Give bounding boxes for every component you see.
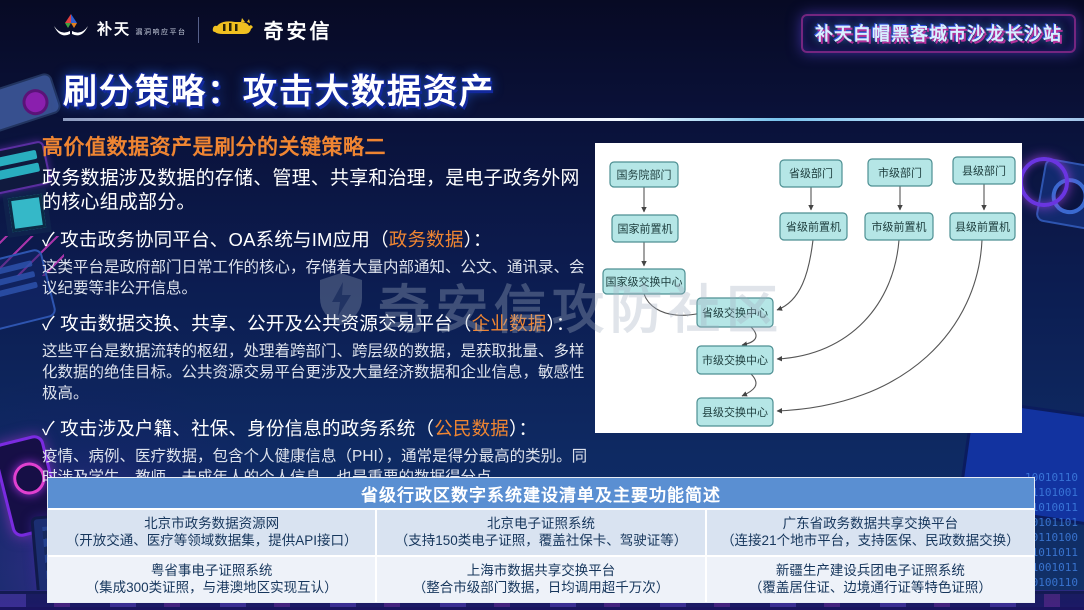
table-cell: 广东省政务数据共享交换平台 （连接21个地市平台，支持医保、民政数据交换） xyxy=(706,510,1034,555)
logo-group: 补天 漏洞响应平台 奇安信 xyxy=(52,12,332,47)
diagram-node-box xyxy=(696,297,774,328)
diagram-node-label: 国家级交换中心 xyxy=(606,275,683,289)
architecture-diagram: 国务院部门 省级部门 市级部门 县级部门 国家前置机 省级前置机 市级前置机 县… xyxy=(602,156,1016,427)
bullet-text: 攻击数据交换、共享、公开及公共资源交易平台（ xyxy=(54,313,472,334)
diagram-node-label: 县级部门 xyxy=(962,164,1006,178)
system-name: 新疆生产建设兵团电子证照系统 xyxy=(775,563,965,578)
page-title: 刷分策略：攻击大数据资产 xyxy=(63,73,495,111)
system-desc: （整合市级部门数据，日均调用超千万次） xyxy=(412,580,670,595)
bullet-description-2: 这些平台是数据流转的枢纽，处理着跨部门、跨层级的数据，是获取批量、多样化数据的绝… xyxy=(42,343,585,402)
camera-decoration xyxy=(1034,157,1084,231)
check-icon: ✓ xyxy=(42,313,55,334)
diagram-node-box xyxy=(952,156,1016,185)
tiger-icon xyxy=(211,14,255,45)
diagram-node-box xyxy=(602,268,686,295)
check-icon: ✓ xyxy=(42,229,55,250)
diagram-node-box xyxy=(611,214,679,243)
diagram-node-box xyxy=(949,212,1016,241)
bullet-item-1: ✓ 攻击政务协同平台、OA系统与IM应用（政务数据）： xyxy=(42,226,602,252)
diagram-node-label: 省级部门 xyxy=(789,166,833,180)
title-underline xyxy=(63,118,1084,121)
qianxin-logo: 奇安信 xyxy=(211,14,332,45)
butian-subtitle: 漏洞响应平台 xyxy=(135,28,187,36)
system-name: 广东省政务数据共享交换平台 xyxy=(782,516,959,531)
system-desc: （支持150类电子证照，覆盖社保卡、驾驶证等） xyxy=(394,533,688,548)
logo-divider xyxy=(198,16,200,43)
bullet-text-end: ）： xyxy=(546,313,575,334)
event-badge: 补天白帽黑客城市沙龙长沙站 xyxy=(801,14,1076,53)
section-heading: 高价值数据资产是刷分的关键策略二 xyxy=(42,136,386,159)
neon-ring-decoration xyxy=(1019,157,1069,207)
bullet-item-3: ✓ 攻击涉及户籍、社保、身份信息的政务系统（公民数据）： xyxy=(42,415,602,441)
qianxin-name: 奇安信 xyxy=(263,21,333,43)
table-cell: 粤省事电子证照系统 （集成300类证照，与港澳地区实现互认） xyxy=(48,557,376,602)
table-row: 粤省事电子证照系统 （集成300类证照，与港澳地区实现互认） 上海市数据共享交换… xyxy=(48,557,1034,602)
bullet-text-end: ）： xyxy=(463,229,492,250)
diagram-node-box xyxy=(779,212,848,241)
systems-table: 省级行政区数字系统建设清单及主要功能简述 北京市政务数据资源网 （开放交通、医疗… xyxy=(47,477,1035,603)
diagram-node-label: 县级前置机 xyxy=(955,220,1010,234)
diagram-node-label: 县级交换中心 xyxy=(702,405,768,419)
system-name: 上海市数据共享交换平台 xyxy=(466,563,616,578)
diagram-node-label: 市级交换中心 xyxy=(702,353,768,367)
diagram-node-label: 市级前置机 xyxy=(872,220,927,234)
system-desc: （覆盖居住证、边境通行证等特色证照） xyxy=(748,580,992,595)
butian-name: 补天 xyxy=(97,20,132,38)
diagram-node-box xyxy=(779,159,843,188)
diagram-node-label: 国务院部门 xyxy=(617,168,672,182)
diagram-node-label: 省级交换中心 xyxy=(702,306,768,320)
bullet-highlight: 企业数据 xyxy=(471,313,547,334)
system-desc: （连接21个地市平台，支持医保、民政数据交换） xyxy=(721,533,1020,548)
diagram-node-box xyxy=(696,345,774,375)
table-cell: 北京市政务数据资源网 （开放交通、医疗等领域数据集，提供API接口） xyxy=(48,510,376,555)
bullet-highlight: 公民数据 xyxy=(434,418,509,439)
butian-text: 补天 漏洞响应平台 xyxy=(97,21,186,39)
bullet-description-1: 这类平台是政府部门日常工作的核心，存储着大量内部通知、公文、通讯录、会议纪要等非… xyxy=(42,259,585,297)
table-title: 省级行政区数字系统建设清单及主要功能简述 xyxy=(48,478,1034,508)
card-decoration xyxy=(0,71,63,135)
bullet-text: 攻击涉及户籍、社保、身份信息的政务系统（ xyxy=(54,418,435,439)
system-desc: （集成300类证照，与港澳地区实现互认） xyxy=(85,580,338,595)
diagram-node-box xyxy=(867,158,933,187)
diagram-node-box xyxy=(696,397,774,427)
diagram-node-box xyxy=(864,212,934,241)
system-name: 粤省事电子证照系统 xyxy=(150,563,273,578)
top-bar: 补天 漏洞响应平台 奇安信 补天白帽 xyxy=(0,0,1084,56)
table-cell: 上海市数据共享交换平台 （整合市级部门数据，日均调用超千万次） xyxy=(377,557,705,602)
diagram-node-box xyxy=(609,161,679,188)
diagram-node-label: 省级前置机 xyxy=(786,220,841,234)
bullet-text-end: ）： xyxy=(509,418,538,439)
diagram-node-label: 市级部门 xyxy=(878,166,922,180)
chip-icon xyxy=(7,193,47,233)
diagram-node-label: 国家前置机 xyxy=(618,222,673,236)
butian-wings-icon xyxy=(52,12,90,47)
intro-paragraph: 政务数据涉及数据的存储、管理、共享和治理，是电子政务外网的核心组成部分。 xyxy=(42,168,580,213)
table-cell: 北京电子证照系统 （支持150类电子证照，覆盖社保卡、驾驶证等） xyxy=(377,510,705,555)
bullet-text: 攻击政务协同平台、OA系统与IM应用（ xyxy=(54,229,389,250)
table-cell: 新疆生产建设兵团电子证照系统 （覆盖居住证、边境通行证等特色证照） xyxy=(706,557,1034,602)
table-row: 北京市政务数据资源网 （开放交通、医疗等领域数据集，提供API接口） 北京电子证… xyxy=(48,510,1034,555)
content-column: 高价值数据资产是刷分的关键策略二 政务数据涉及数据的存储、管理、共享和治理，是电… xyxy=(42,131,602,488)
bullet-highlight: 政务数据 xyxy=(388,229,464,250)
system-name: 北京市政务数据资源网 xyxy=(144,516,280,531)
system-desc: （开放交通、医疗等领域数据集，提供API接口） xyxy=(65,533,358,548)
bullet-item-2: ✓ 攻击数据交换、共享、公开及公共资源交易平台（企业数据）： xyxy=(42,310,602,336)
check-icon: ✓ xyxy=(42,418,55,439)
architecture-diagram-panel: 国务院部门 省级部门 市级部门 县级部门 国家前置机 省级前置机 市级前置机 县… xyxy=(595,143,1022,433)
butian-logo: 补天 漏洞响应平台 xyxy=(52,12,186,47)
system-name: 北京电子证照系统 xyxy=(486,516,595,531)
